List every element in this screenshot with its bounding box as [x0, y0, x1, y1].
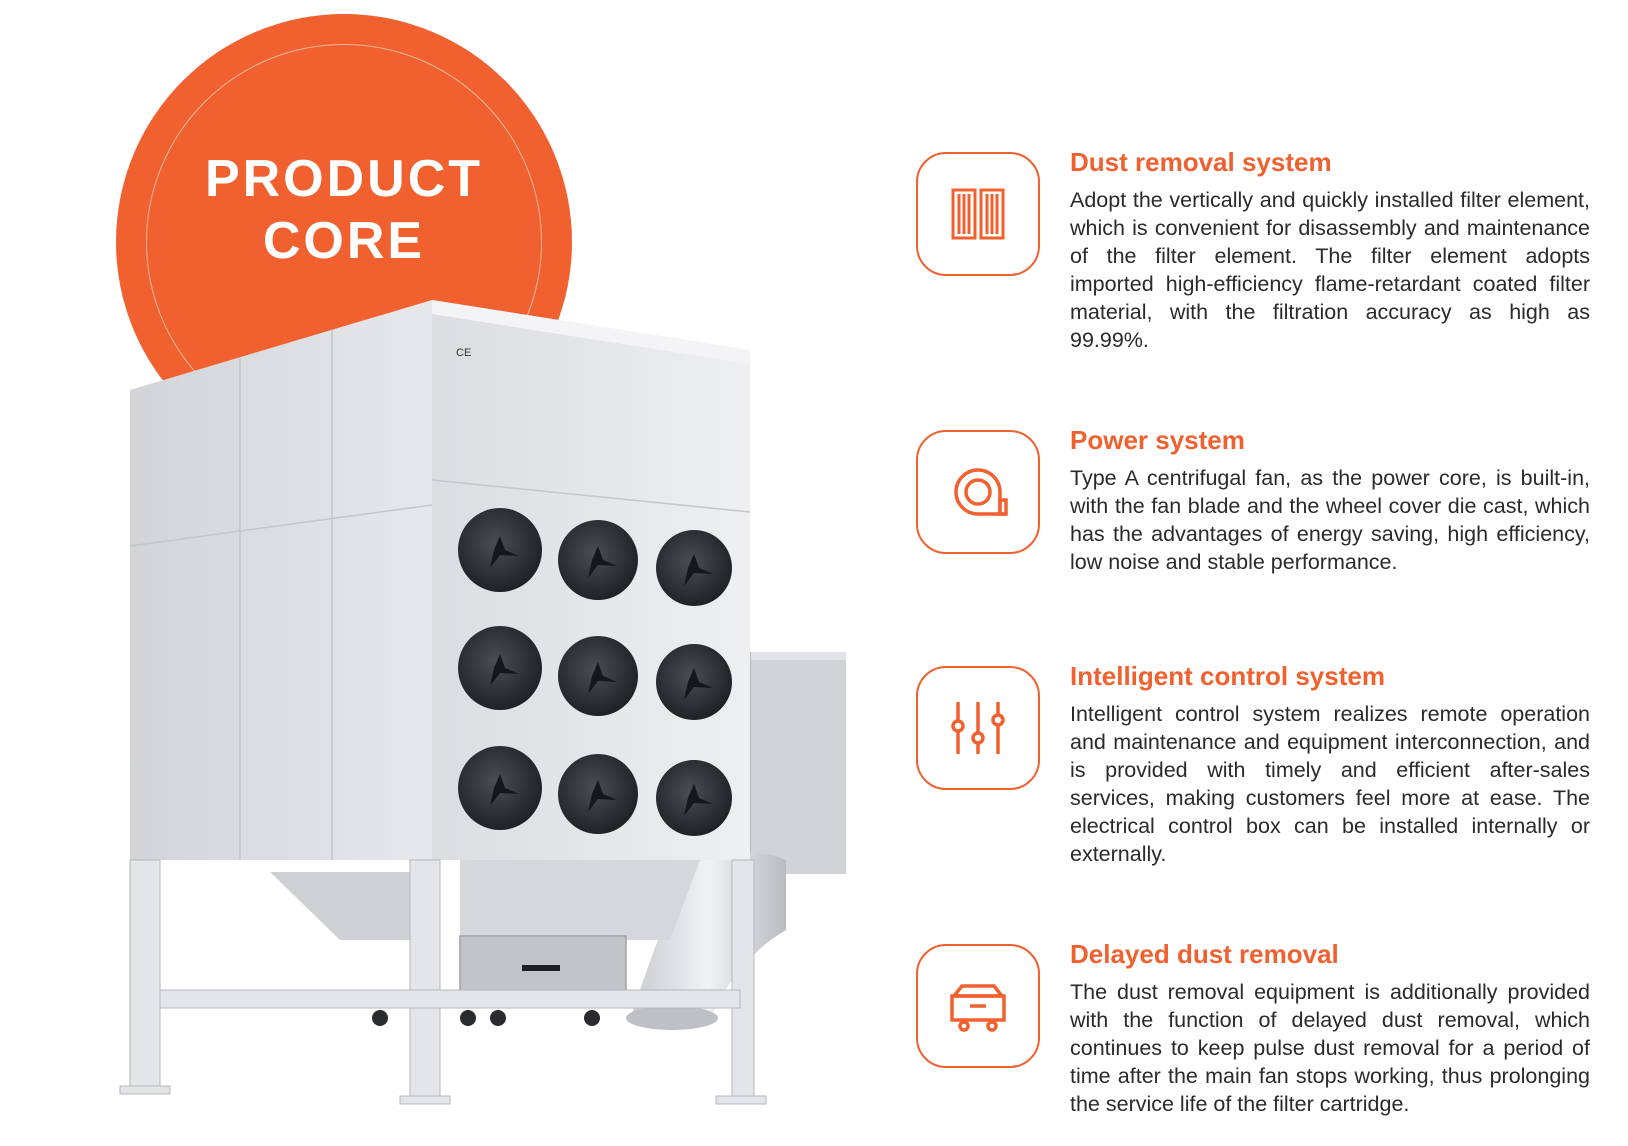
feature-power-system: Power system Type A centrifugal fan, as …	[916, 425, 1596, 630]
feature-title: Delayed dust removal	[1070, 939, 1339, 969]
dust-collector-illustration: CE	[119, 300, 846, 1105]
feature-title: Dust removal system	[1070, 147, 1332, 177]
dust-drawer-icon	[916, 944, 1040, 1068]
fan-housing	[749, 652, 846, 874]
feature-description: Adopt the vertically and quickly install…	[1070, 188, 1590, 352]
support-frame	[119, 859, 767, 1105]
filter-cap-grid	[458, 508, 732, 836]
feature-title: Intelligent control system	[1070, 661, 1385, 691]
feature-intelligent-control-system: Intelligent control system Intelligent c…	[916, 661, 1596, 866]
caster-wheels	[372, 1010, 600, 1026]
feature-description: The dust removal equipment is additional…	[1070, 980, 1590, 1116]
dust-hoppers	[270, 860, 700, 1001]
control-sliders-icon	[916, 666, 1040, 790]
feature-title: Power system	[1070, 425, 1245, 455]
feature-description: Intelligent control system realizes remo…	[1070, 702, 1590, 866]
feature-dust-removal-system: Dust removal system Adopt the vertically…	[916, 147, 1596, 352]
collector-left-block	[129, 300, 433, 860]
feature-description: Type A centrifugal fan, as the power cor…	[1070, 466, 1590, 574]
centrifugal-fan-icon	[916, 430, 1040, 554]
ce-mark: CE	[456, 347, 471, 359]
filter-cartridge-icon	[916, 152, 1040, 276]
feature-delayed-dust-removal: Delayed dust removal The dust removal eq…	[916, 939, 1596, 1144]
product-core-title: PRODUCT CORE	[204, 150, 484, 270]
collector-front-panel: CE	[431, 300, 751, 860]
